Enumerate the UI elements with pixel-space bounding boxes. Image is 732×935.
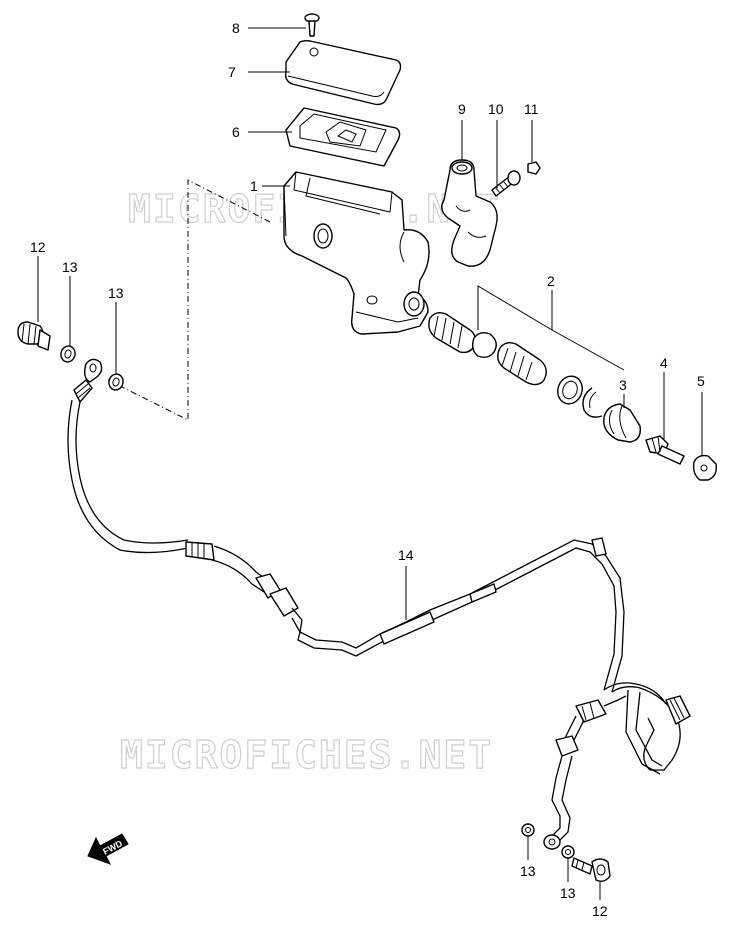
part-8-screw (304, 13, 320, 37)
assembly-guide-line (107, 179, 271, 421)
callout-4: 4 (660, 355, 668, 371)
callout-7: 7 (228, 64, 236, 80)
leader-lines (37, 27, 703, 900)
part-12-banjo-bolt-bottom (571, 857, 611, 883)
callout-13-bottom-b: 13 (560, 885, 576, 901)
part-12-banjo-bolt-top (17, 321, 51, 351)
callout-14: 14 (398, 547, 414, 563)
part-10-bolt (491, 170, 521, 197)
part-1-master-cylinder (283, 171, 430, 335)
part-13-washer-b (108, 373, 124, 391)
callout-10: 10 (488, 101, 504, 117)
callout-5: 5 (697, 373, 705, 389)
callout-2: 2 (547, 273, 555, 289)
callout-3: 3 (619, 377, 627, 393)
part-3-boot (603, 403, 641, 443)
callout-6: 6 (232, 124, 240, 140)
part-5-joint (692, 454, 718, 481)
part-7-reservoir-cap (284, 39, 402, 106)
callout-13-bottom-a: 13 (520, 863, 536, 879)
callout-13-top-b: 13 (108, 285, 124, 301)
part-4-push-rod (645, 435, 685, 465)
callout-13-top-a: 13 (62, 259, 78, 275)
part-13-washer-c (521, 823, 535, 837)
part-2-piston-assembly (428, 311, 603, 418)
callout-8: 8 (232, 20, 240, 36)
callout-11: 11 (524, 101, 539, 117)
callout-12-top: 12 (30, 239, 46, 255)
part-13-washer-a (60, 345, 76, 363)
part-9-lever-bracket (441, 159, 498, 267)
part-6-diaphragm (285, 107, 401, 167)
part-13-washer-d (561, 845, 575, 859)
fwd-arrow-icon: FWD (87, 833, 129, 865)
callout-12-bottom: 12 (592, 903, 608, 919)
part-11-nut (527, 161, 541, 175)
part-14-clutch-hose (67, 358, 691, 850)
callout-1: 1 (250, 178, 258, 194)
callout-9: 9 (458, 101, 466, 117)
watermark-bottom: MICROFICHES.NET (120, 733, 493, 777)
